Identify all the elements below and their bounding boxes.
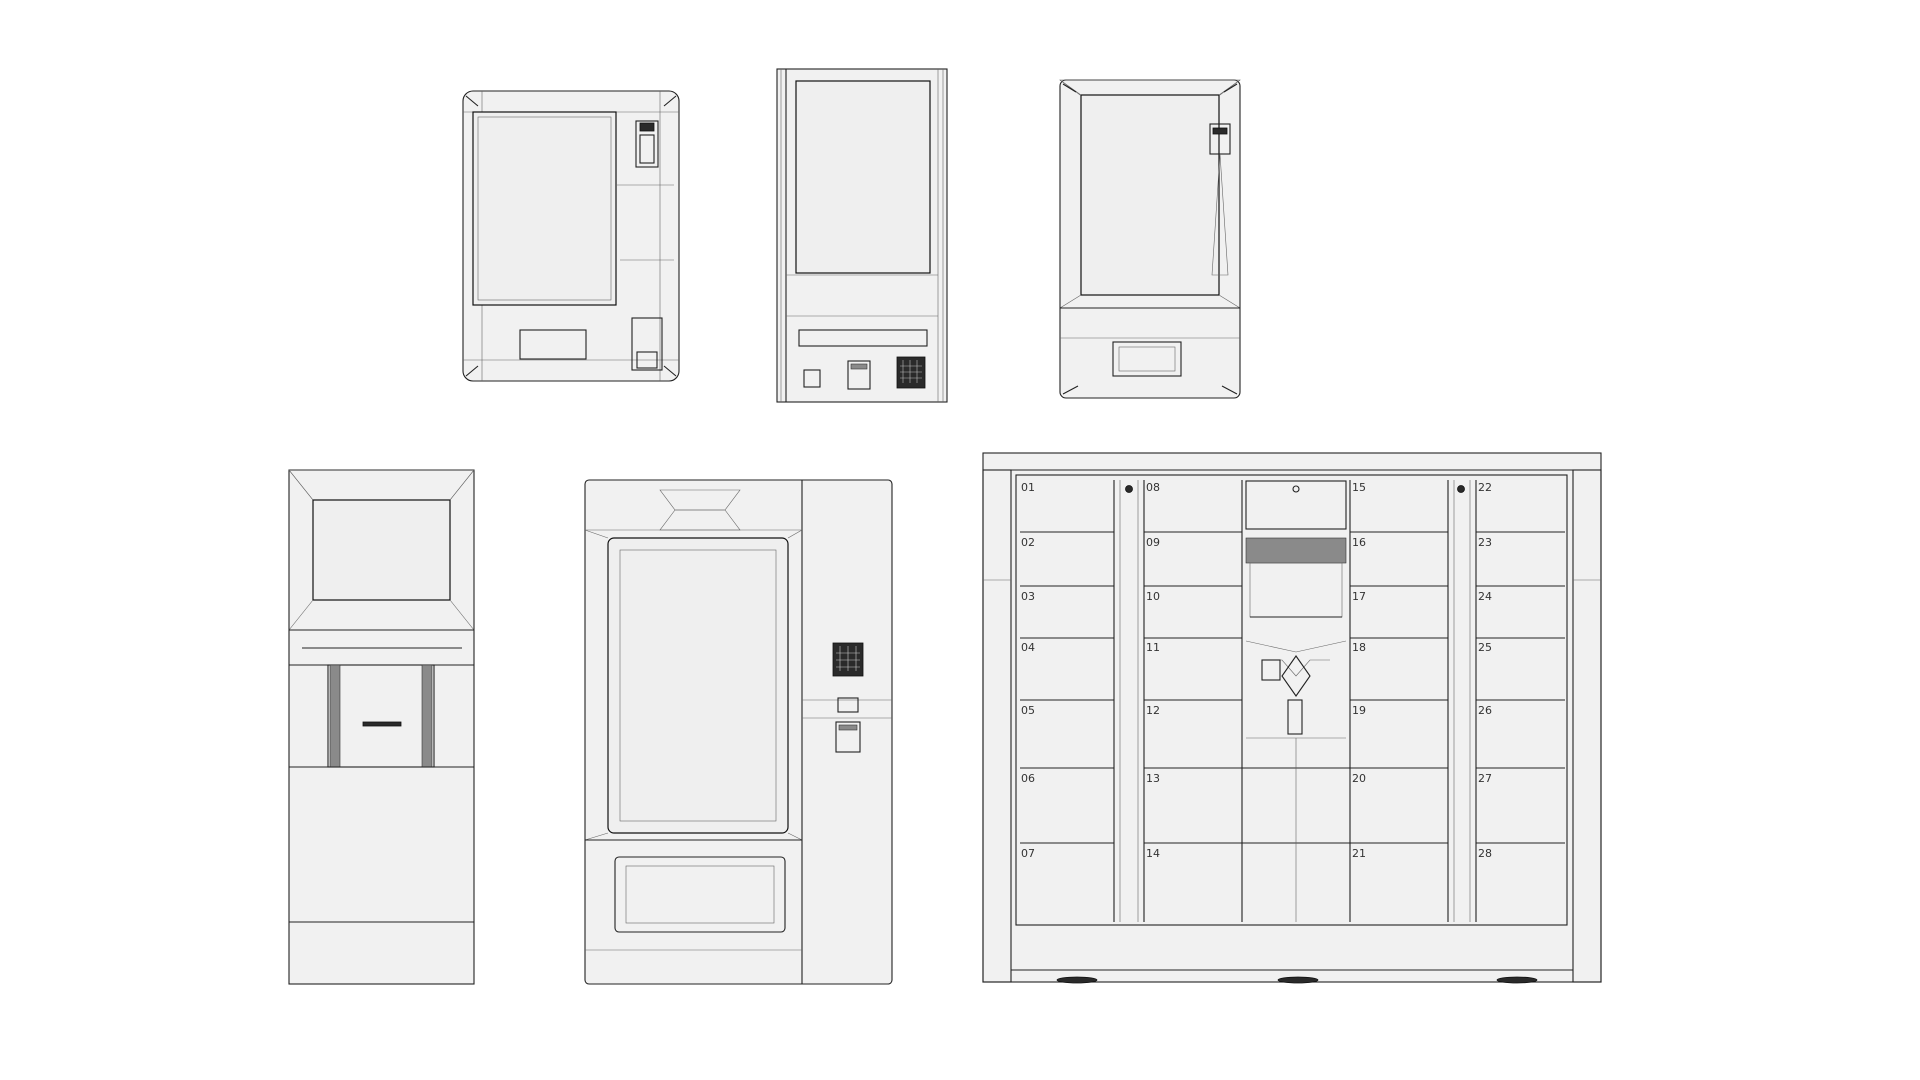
kiosk-rounded-front (462, 90, 680, 382)
locker-number: 06 (1021, 772, 1035, 785)
parcel-locker-bank: 01 02 03 04 05 06 07 08 09 10 11 12 13 1… (982, 452, 1602, 984)
locker-number: 24 (1478, 590, 1492, 603)
locker-number: 17 (1352, 590, 1366, 603)
collection-bay (614, 856, 786, 933)
control-top-panel (1245, 480, 1347, 530)
card-reader (635, 120, 659, 168)
kiosk-bevelled-front (1059, 79, 1241, 399)
locker-number: 27 (1478, 772, 1492, 785)
locker-number: 18 (1352, 641, 1366, 654)
locker-number: 03 (1021, 590, 1035, 603)
locker-number: 10 (1146, 590, 1160, 603)
dispense-slot (519, 329, 587, 360)
card-reader (847, 360, 871, 390)
foot (1056, 976, 1098, 984)
keypad (896, 356, 926, 389)
card-reader (835, 721, 861, 753)
screen (312, 499, 451, 601)
locker-number: 14 (1146, 847, 1160, 860)
locker-number: 11 (1146, 641, 1160, 654)
vending-machine-large (584, 479, 893, 985)
kiosk-tall-panel (776, 68, 948, 403)
locker-number: 15 (1352, 481, 1366, 494)
locker-number: 05 (1021, 704, 1035, 717)
locker-number: 08 (1146, 481, 1160, 494)
screen (1080, 94, 1220, 296)
locker-number: 13 (1146, 772, 1160, 785)
locker-number: 28 (1478, 847, 1492, 860)
display-window (607, 537, 789, 834)
locker-number: 19 (1352, 704, 1366, 717)
control-keypad (1261, 659, 1281, 681)
locker-number: 21 (1352, 847, 1366, 860)
label-strip (798, 329, 928, 347)
control-display (1245, 537, 1347, 564)
locker-number: 04 (1021, 641, 1035, 654)
foot (1277, 976, 1319, 984)
screen (795, 80, 931, 274)
screen (472, 111, 617, 306)
dispense-slot (1112, 341, 1182, 377)
locker-number: 12 (1146, 704, 1160, 717)
dispenser-door (327, 664, 435, 768)
locker-number: 22 (1478, 481, 1492, 494)
foot (1496, 976, 1538, 984)
receipt-slot (631, 317, 663, 371)
locker-number: 09 (1146, 536, 1160, 549)
locker-number: 20 (1352, 772, 1366, 785)
coin-slot (803, 369, 821, 388)
locker-number: 07 (1021, 847, 1035, 860)
kiosk-pedestal (288, 469, 475, 985)
locker-number: 25 (1478, 641, 1492, 654)
locker-number: 02 (1021, 536, 1035, 549)
coin-slot (837, 697, 859, 713)
locker-number: 16 (1352, 536, 1366, 549)
lock-icon (1125, 485, 1133, 493)
locker-number: 01 (1021, 481, 1035, 494)
control-reader (1287, 699, 1303, 735)
locker-number: 23 (1478, 536, 1492, 549)
lock-icon (1457, 485, 1465, 493)
locker-number: 26 (1478, 704, 1492, 717)
